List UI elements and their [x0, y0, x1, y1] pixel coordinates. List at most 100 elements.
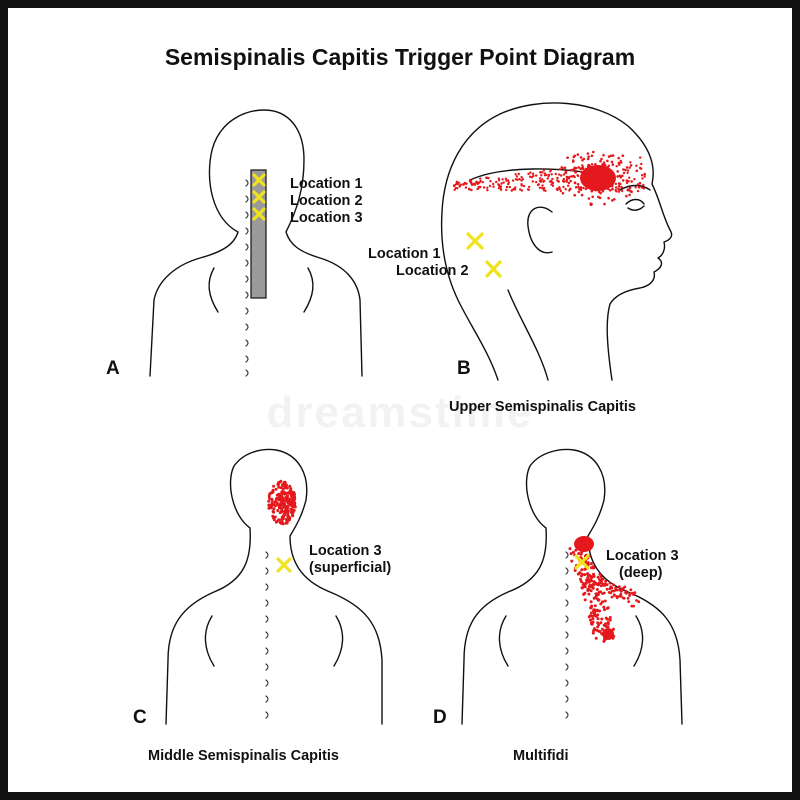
pain-dot [580, 170, 583, 174]
pain-dot [618, 588, 622, 592]
pain-dot [612, 583, 615, 587]
pain-dot [492, 182, 495, 186]
pain-dot [567, 177, 571, 180]
pain-dot [275, 497, 278, 501]
pain-dot [599, 180, 602, 183]
pain-dot [270, 498, 274, 502]
pain-dot [609, 189, 612, 192]
pain-dot [570, 559, 574, 563]
pain-dot [489, 180, 492, 183]
pain-dot [291, 514, 295, 518]
pain-dot [588, 164, 591, 167]
pain-dot [289, 488, 293, 492]
pain-dot [610, 630, 614, 634]
pain-dot [600, 617, 604, 621]
pain-dot [617, 182, 621, 185]
panel-a: Location 1 Location 2 Location 3 A [106, 109, 363, 379]
pain-dot [621, 596, 625, 600]
pain-dot [564, 188, 567, 191]
pain-dot [626, 596, 630, 600]
pain-dot [628, 186, 632, 190]
pain-dot [579, 580, 583, 584]
pain-dot [574, 548, 578, 552]
pain-dot [610, 184, 614, 188]
pain-dot [603, 638, 607, 642]
pain-dot [617, 585, 621, 589]
pain-dot [616, 175, 619, 178]
pain-dot [520, 184, 523, 187]
pain-dot [283, 512, 287, 516]
pain-dot [635, 599, 638, 602]
pain-dot [505, 185, 509, 189]
pain-dot [614, 189, 618, 192]
pain-dot [625, 179, 629, 182]
pain-dot [600, 632, 604, 636]
pain-dot [569, 187, 572, 191]
pain-dot [621, 174, 624, 178]
pain-dot [577, 185, 580, 189]
pain-dot [560, 174, 563, 177]
pain-dot [273, 515, 277, 519]
pain-dot [628, 166, 631, 169]
pain-dot [626, 169, 630, 172]
pain-dot [593, 180, 596, 183]
pain-dot [601, 165, 605, 169]
pain-dot [606, 165, 610, 169]
pain-dot [502, 181, 505, 184]
pain-dot [470, 183, 474, 187]
pain-dot [625, 591, 628, 595]
pain-dot [522, 184, 526, 188]
pain-dot [590, 614, 594, 618]
pain-dot [608, 616, 612, 619]
pain-dot [271, 490, 275, 494]
panel-a-shoulder-blade-right [303, 267, 314, 313]
pain-dot [592, 629, 595, 633]
pain-dot [627, 600, 631, 603]
pain-dot [519, 188, 522, 191]
pain-dot [590, 583, 594, 587]
pain-dot [606, 621, 610, 624]
pain-dot [599, 191, 602, 195]
panel-d-pain-focus [574, 536, 594, 552]
pain-dot [561, 191, 565, 195]
pain-dot [610, 160, 614, 164]
pain-dot [290, 492, 294, 496]
pain-dot [268, 503, 272, 507]
pain-dot [511, 179, 515, 182]
pain-dot [272, 503, 276, 507]
panel-a-muscle-band [250, 169, 267, 299]
pain-dot [542, 169, 546, 172]
pain-dot [531, 180, 534, 183]
panel-a-body-outline [149, 109, 363, 377]
pain-dot [593, 604, 597, 608]
pain-dot [594, 581, 597, 585]
pain-dot [581, 572, 584, 576]
panel-b-neck-back [507, 289, 549, 381]
panel-d-shoulder-blade-right [633, 615, 644, 667]
pain-dot [594, 636, 598, 640]
pain-dot [602, 605, 606, 609]
pain-dot [607, 631, 611, 635]
pain-dot [285, 499, 289, 503]
pain-dot [293, 501, 297, 505]
pain-dot [598, 196, 602, 200]
pain-dot [602, 623, 606, 627]
pain-dot [550, 173, 553, 176]
pain-dot [598, 573, 602, 576]
pain-dot [592, 596, 596, 600]
panel-b-eyebrow [619, 184, 651, 191]
pain-dot [551, 184, 555, 187]
pain-dot [282, 509, 286, 513]
pain-dot [495, 180, 498, 184]
pain-dot [285, 494, 289, 498]
pain-dot [497, 183, 500, 186]
pain-dot [592, 150, 595, 154]
pain-dot [283, 502, 287, 506]
panel-c-spine [265, 551, 269, 719]
pain-dot [576, 183, 580, 186]
pain-dot [272, 484, 276, 488]
pain-dot [607, 188, 610, 191]
pain-dot [608, 618, 612, 622]
pain-dot [621, 179, 625, 182]
